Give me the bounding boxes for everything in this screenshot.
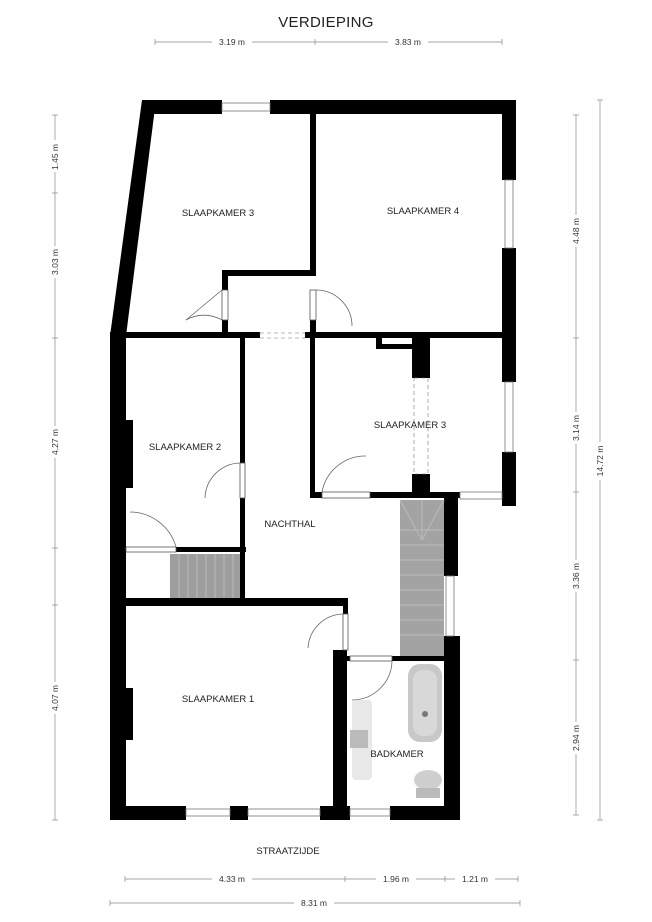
dim-right-2: 3.14 m <box>571 415 581 441</box>
dim-right-3: 3.36 m <box>571 563 581 589</box>
right-total-dimension: 14.72 m <box>594 99 606 821</box>
label-slaapkamer3-top: SLAAPKAMER 3 <box>182 208 254 219</box>
label-slaapkamer3-mid: SLAAPKAMER 3 <box>374 420 446 431</box>
dim-right-4: 2.94 m <box>571 725 581 751</box>
dim-bottom-2: 1.96 m <box>383 874 409 884</box>
dim-left-1: 1.45 m <box>50 144 60 170</box>
dim-bottom-1: 4.33 m <box>219 874 245 884</box>
plan-title: VERDIEPING <box>278 14 374 31</box>
room-labels: SLAAPKAMER 3 SLAAPKAMER 4 SLAAPKAMER 2 S… <box>149 206 459 760</box>
dim-left-4: 4.07 m <box>50 685 60 711</box>
stairs <box>170 499 445 656</box>
dim-left-2: 3.03 m <box>50 249 60 275</box>
right-inner-dimensions: 4.48 m 3.14 m 3.36 m 2.94 m <box>570 114 582 816</box>
dim-left-3: 4.27 m <box>50 429 60 455</box>
label-nachthal: NACHTHAL <box>264 519 315 530</box>
label-slaapkamer1: SLAAPKAMER 1 <box>182 694 254 705</box>
label-slaapkamer2: SLAAPKAMER 2 <box>149 442 221 453</box>
left-dimensions: 1.45 m 3.03 m 4.27 m 4.07 m <box>49 114 61 821</box>
dim-right-total: 14.72 m <box>595 446 605 477</box>
doors <box>125 289 393 701</box>
street-label: STRAATZIJDE <box>256 846 319 857</box>
dim-right-1: 4.48 m <box>571 218 581 244</box>
bottom-dimensions: 4.33 m 1.96 m 1.21 m 8.31 m <box>109 873 521 909</box>
windows <box>185 102 514 817</box>
label-badkamer: BADKAMER <box>370 749 423 760</box>
dim-bottom-3: 1.21 m <box>462 874 488 884</box>
dim-top-1: 3.19 m <box>219 37 245 47</box>
top-dimensions: 3.19 m 3.83 m <box>154 36 503 48</box>
bathroom-fixtures <box>350 664 442 798</box>
dim-top-2: 3.83 m <box>395 37 421 47</box>
label-slaapkamer4: SLAAPKAMER 4 <box>387 206 459 217</box>
dim-bottom-total: 8.31 m <box>301 898 327 908</box>
